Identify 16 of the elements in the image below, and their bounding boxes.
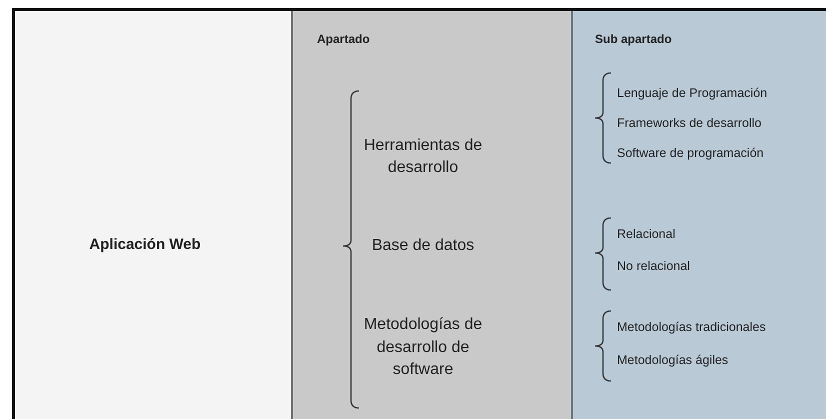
column-panel <box>291 11 571 419</box>
item-label: Software de programación <box>617 145 765 162</box>
item-label: Metodologías ágiles <box>617 352 730 370</box>
column-heading: Sub apartado <box>595 30 673 48</box>
item-label: Metodologías de desarrollo de software <box>363 315 483 380</box>
item-label: Metodologías tradicionales <box>617 319 767 336</box>
item-label: Aplicación Web <box>88 234 202 254</box>
item-label: Herramientas de desarrollo <box>363 136 483 178</box>
column-heading: Apartado <box>317 30 371 48</box>
item-label: Relacional <box>617 226 676 244</box>
item-label: No relacional <box>617 258 691 276</box>
column-panel <box>15 11 291 419</box>
column-panel <box>571 11 826 419</box>
item-label: Lenguaje de Programación <box>617 85 768 102</box>
item-label: Frameworks de desarrollo <box>617 115 762 132</box>
item-label: Base de datos <box>370 236 476 256</box>
